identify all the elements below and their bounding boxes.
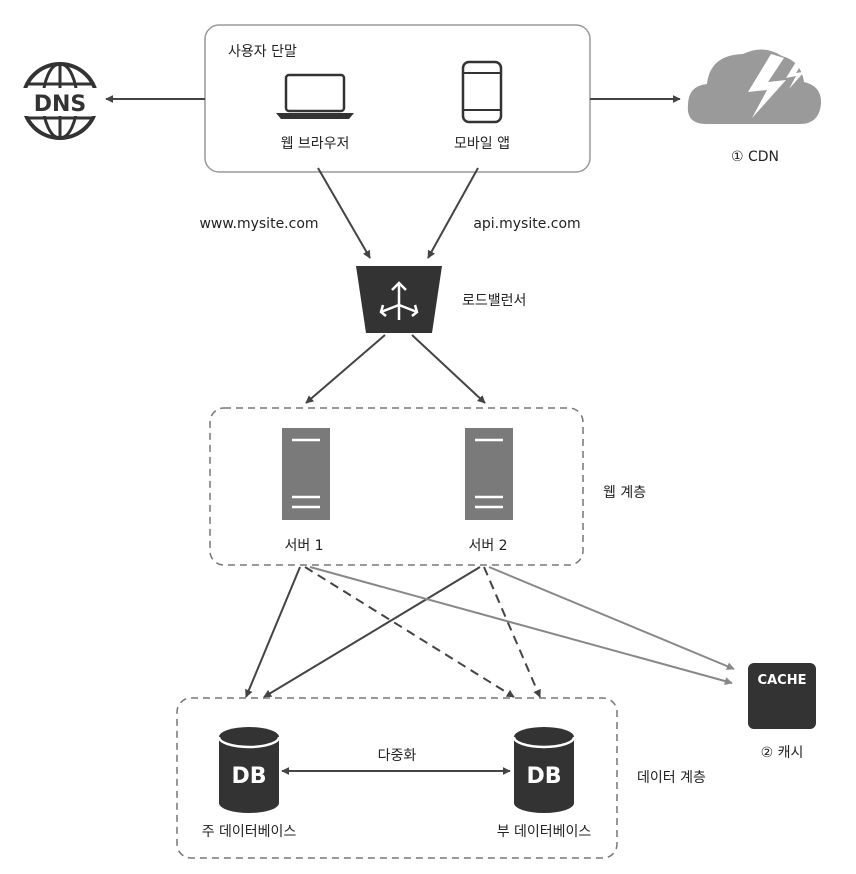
client-group: 사용자 단말 웹 브라우저 모바일 앱 bbox=[204, 24, 591, 173]
cdn-label: ① CDN bbox=[731, 149, 779, 165]
cache-icon-text: CACHE bbox=[758, 673, 807, 688]
load-balancer-label: 로드밸런서 bbox=[462, 293, 526, 309]
cdn-cloud-icon bbox=[687, 49, 822, 124]
arrow-server2-to-cache bbox=[488, 566, 735, 670]
arrow-server1-to-cache bbox=[309, 566, 733, 685]
arrow-server1-to-replica-db bbox=[304, 566, 515, 698]
server-1-icon bbox=[282, 428, 330, 520]
arrow-lb-to-server2 bbox=[411, 334, 486, 404]
data-tier-label: 데이터 계층 bbox=[637, 770, 706, 786]
server-1-label: 서버 1 bbox=[284, 538, 323, 554]
replica-db-icon: DB bbox=[512, 727, 576, 813]
arrow-server2-to-replica-db bbox=[483, 566, 541, 698]
replication-label: 다중화 bbox=[378, 748, 417, 764]
arrow-lb-to-server1 bbox=[305, 334, 386, 404]
client-group-title: 사용자 단말 bbox=[228, 44, 297, 60]
arrow-app-to-lb bbox=[427, 167, 479, 259]
cache-label: ② 캐시 bbox=[761, 745, 804, 761]
phone-icon bbox=[461, 60, 503, 124]
web-tier-box bbox=[209, 407, 584, 566]
arrow-server1-to-primary-db bbox=[245, 566, 301, 698]
primary-db-icon: DB bbox=[217, 727, 281, 813]
cache-icon: CACHE bbox=[748, 663, 816, 729]
arrow-server2-to-primary-db bbox=[263, 566, 481, 698]
server-2-label: 서버 2 bbox=[468, 538, 507, 554]
arrow-browser-to-lb bbox=[317, 167, 371, 259]
server-2-icon bbox=[465, 428, 513, 520]
laptop-icon bbox=[276, 73, 354, 119]
mobile-app-label: 모바일 앱 bbox=[454, 136, 510, 152]
load-balancer-icon bbox=[356, 266, 442, 333]
web-browser-label: 웹 브라우저 bbox=[281, 136, 350, 152]
replica-db-icon-text: DB bbox=[526, 764, 561, 789]
data-tier-box bbox=[176, 697, 618, 859]
primary-db-icon-text: DB bbox=[231, 764, 266, 789]
www-domain-label: www.mysite.com bbox=[199, 216, 318, 232]
replica-db-label: 부 데이터베이스 bbox=[497, 824, 592, 840]
dns-icon-text: DNS bbox=[34, 92, 87, 117]
primary-db-label: 주 데이터베이스 bbox=[202, 824, 297, 840]
api-domain-label: api.mysite.com bbox=[473, 216, 580, 232]
web-tier-label: 웹 계층 bbox=[603, 485, 646, 501]
dns-globe-icon: DNS bbox=[17, 62, 103, 140]
web-tier-group: 서버 1 서버 2 bbox=[209, 407, 584, 566]
data-tier-group: DB 주 데이터베이스 DB 부 데이터베이스 다중화 bbox=[176, 697, 618, 859]
